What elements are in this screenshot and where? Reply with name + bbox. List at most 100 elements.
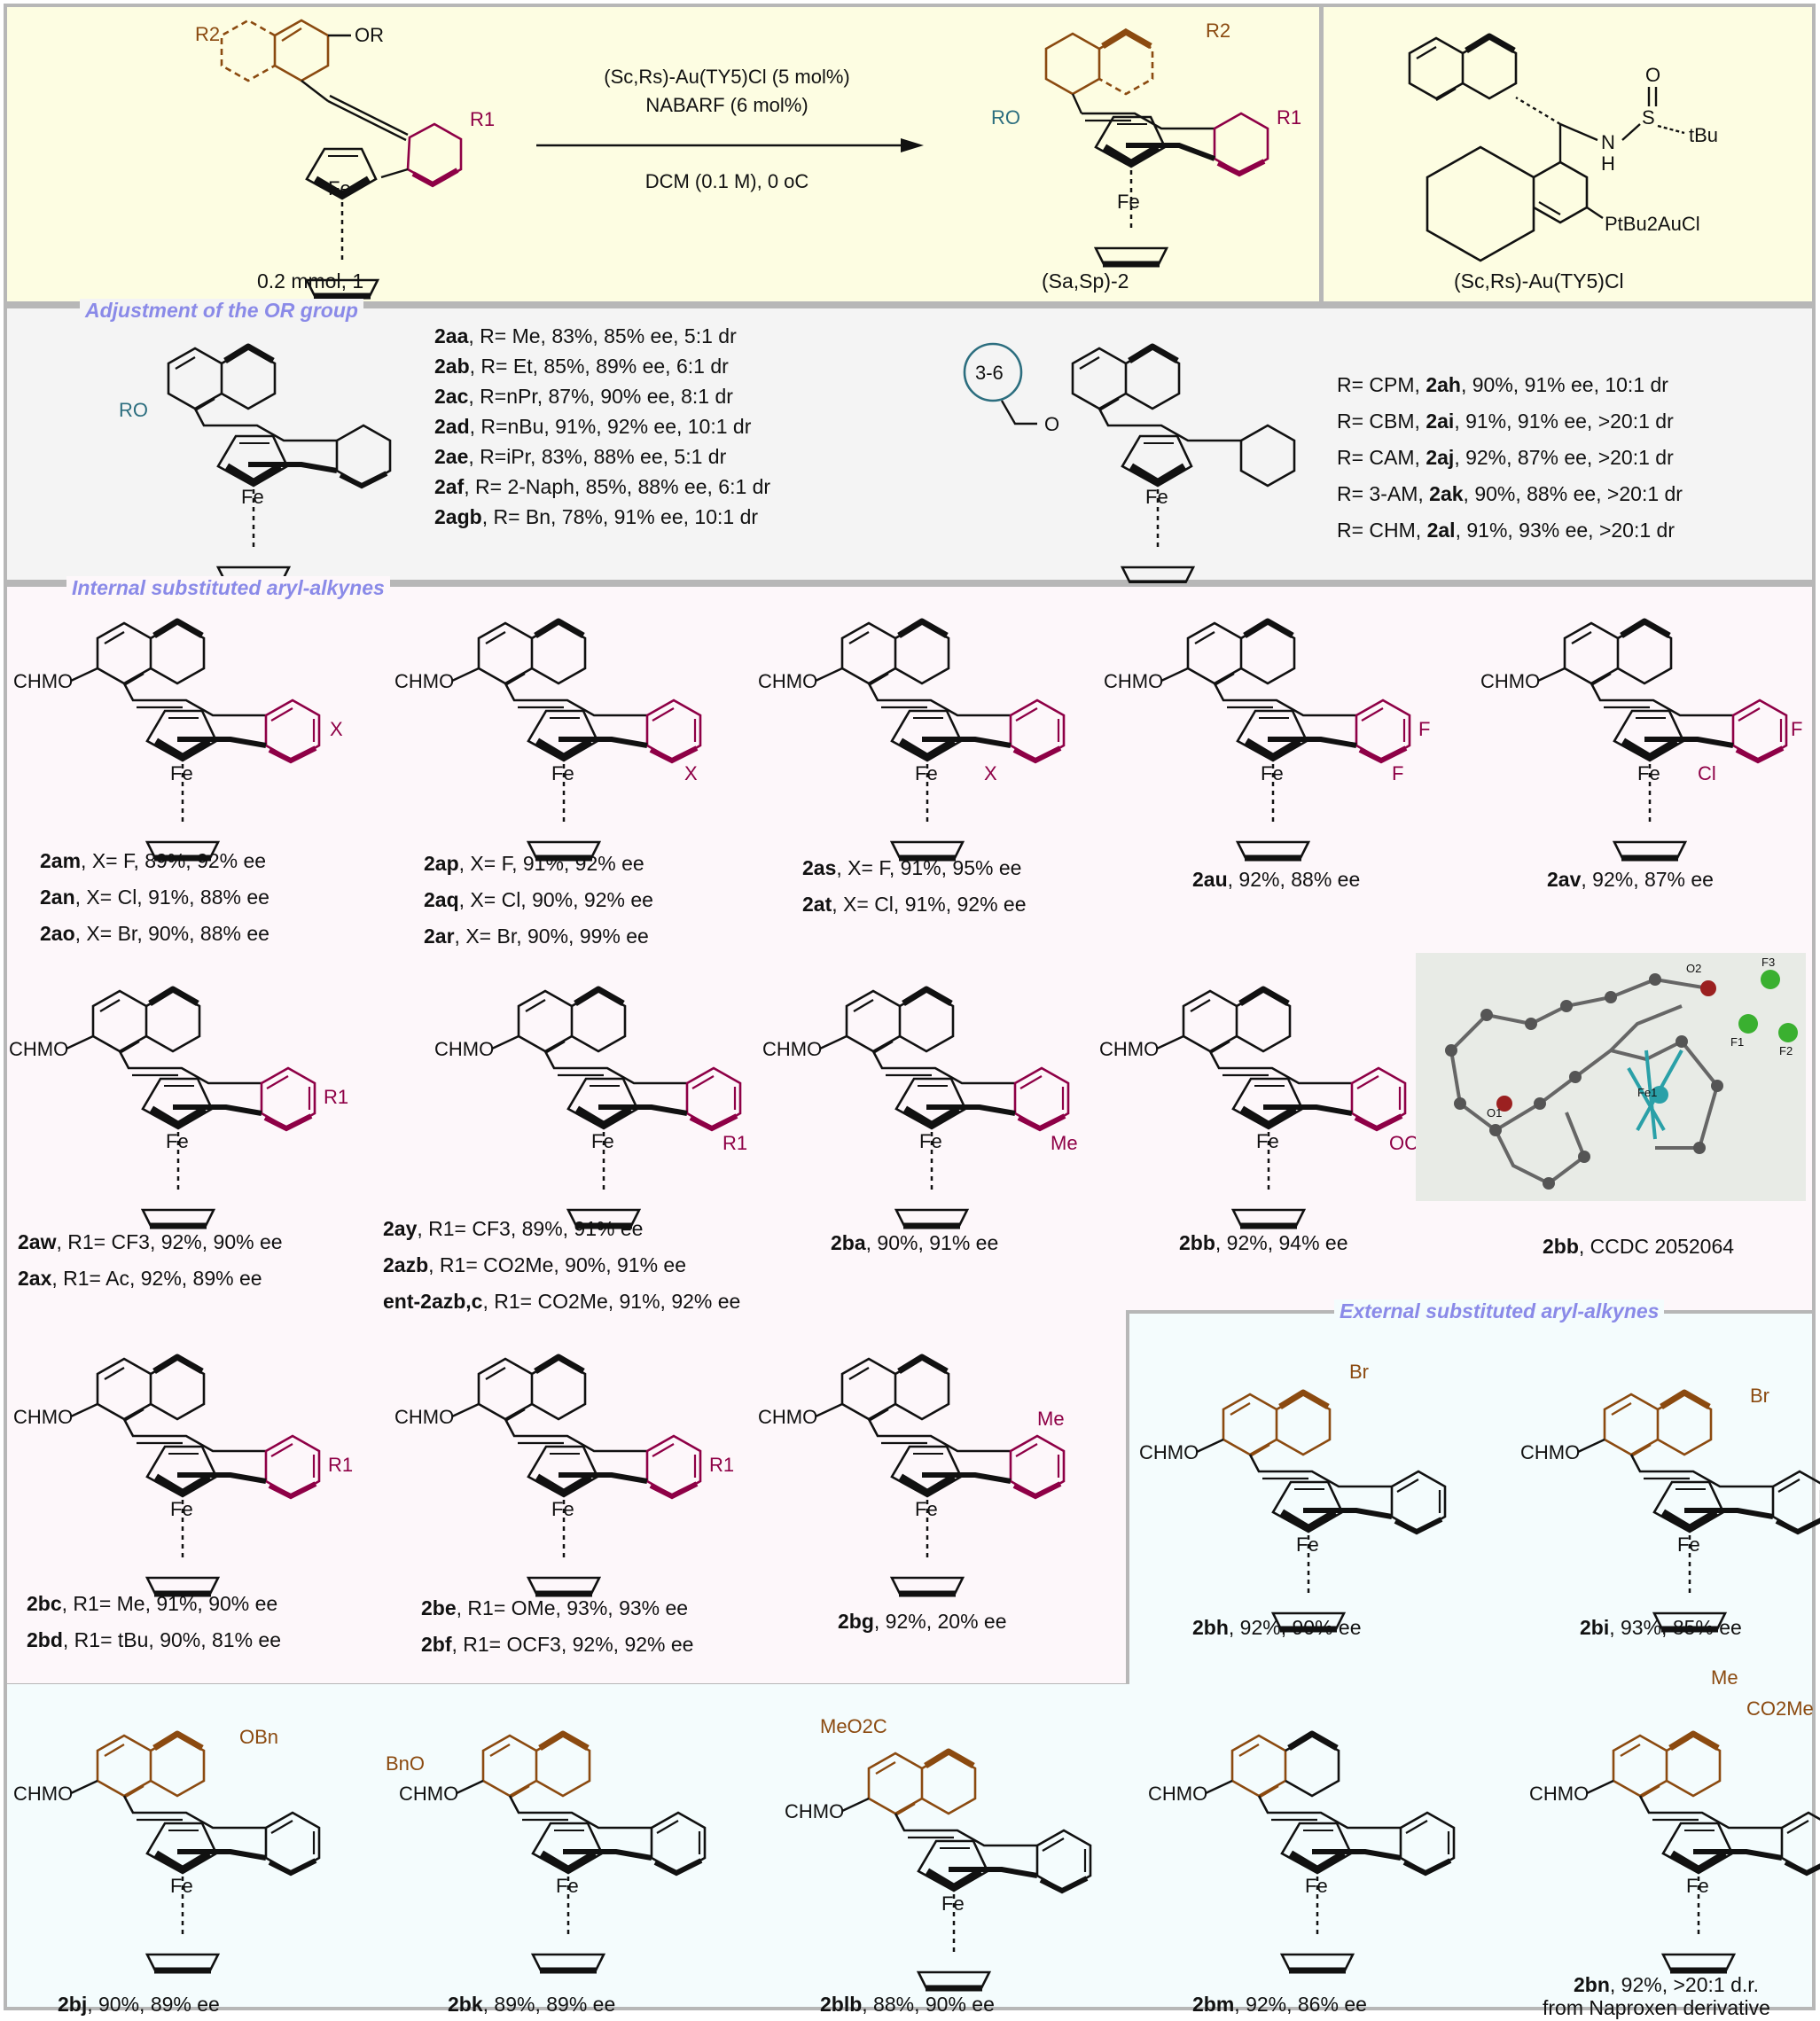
r1-label: R1 [470, 108, 495, 130]
chmo-label: CHMO [9, 1038, 68, 1060]
scheme-divider [1319, 7, 1324, 301]
chmo-label: CHMO [399, 1783, 458, 1805]
xray-caption: 2bb, CCDC 2052064 [1543, 1235, 1735, 1258]
r1-label: R1 [328, 1454, 353, 1476]
xray-atom-f3: F3 [1761, 956, 1775, 969]
chmo-label: CHMO [1480, 670, 1540, 692]
r1-label: R1 [324, 1086, 348, 1108]
internal-result-row: 2bd, R1= tBu, 90%, 81% ee [27, 1628, 282, 1651]
co2me-label: CO2Me [1746, 1697, 1814, 1720]
fe-label: Fe [170, 1498, 193, 1520]
chmo-label: CHMO [13, 670, 73, 692]
chmo-label: CHMO [758, 670, 817, 692]
internal-result-row: 2ao, X= Br, 90%, 88% ee [40, 922, 269, 945]
fe-label: Fe [551, 1498, 574, 1520]
or-fe-label: Fe [241, 486, 264, 508]
product-structure: CHMO Fe X [758, 618, 1066, 833]
ring-fe-label: Fe [1145, 486, 1168, 508]
internal-title: Internal substituted aryl-alkynes [66, 576, 390, 600]
chmo-label: CHMO [1148, 1783, 1207, 1805]
internal-result-row: 2bf, R1= OCF3, 92%, 92% ee [421, 1633, 694, 1656]
or-result-row: 2ac, R=nPr, 87%, 90% ee, 8:1 dr [434, 385, 733, 408]
internal-panel [4, 583, 1129, 1687]
or-result-row: R= 3-AM, 2ak, 90%, 88% ee, >20:1 dr [1337, 482, 1683, 505]
fe-label: Fe [1686, 1875, 1709, 1897]
me-label: Me [1037, 1408, 1065, 1430]
internal-result-row: 2am, X= F, 89%, 92% ee [40, 849, 267, 872]
xray-atom-fe1: Fe1 [1637, 1086, 1657, 1099]
xray-atom-f1: F1 [1730, 1035, 1744, 1049]
external-result-row: 2bn, 92%, >20:1 d.r. [1574, 1973, 1760, 1996]
fe-label: Fe [591, 1130, 614, 1152]
br-label: Br [1750, 1385, 1769, 1407]
fe-label: Fe [556, 1875, 579, 1897]
internal-result-row: 2bc, R1= Me, 91%, 90% ee [27, 1592, 278, 1615]
scheme-panel [4, 4, 1816, 305]
x-label: X [984, 762, 997, 784]
product-label: (Sa,Sp)-2 [1042, 269, 1129, 293]
chmo-label: CHMO [1529, 1783, 1589, 1805]
or-result-row: R= CBM, 2ai, 91%, 91% ee, >20:1 dr [1337, 410, 1674, 433]
obn-label: OBn [239, 1726, 278, 1748]
internal-result-row: 2ar, X= Br, 90%, 99% ee [424, 925, 649, 948]
chmo-label: CHMO [785, 1800, 844, 1822]
cat-s-label: S [1642, 106, 1655, 129]
internal-result-row: 2as, X= F, 91%, 95% ee [802, 856, 1022, 879]
meo2c-label: MeO2C [820, 1715, 887, 1737]
fe-label: Fe [919, 1130, 942, 1152]
xray-atom-o2: O2 [1686, 962, 1701, 975]
br-label: Br [1349, 1361, 1369, 1383]
cat-n-label: N [1601, 131, 1615, 153]
fe-label: Fe [1261, 762, 1284, 784]
chmo-label: CHMO [1099, 1038, 1159, 1060]
or-result-row: 2aa, R= Me, 83%, 85% ee, 5:1 dr [434, 324, 737, 347]
internal-result-row: 2aq, X= Cl, 90%, 92% ee [424, 888, 653, 911]
xray-atom-f2: F2 [1779, 1044, 1793, 1057]
internal-result-row: 2bb, 92%, 94% ee [1179, 1231, 1348, 1254]
x-label: X [330, 718, 343, 740]
cat-h-label: H [1601, 152, 1615, 175]
catalyst-structure: O S tBu N H PtBu2AuCl [1365, 18, 1718, 262]
chmo-label: CHMO [394, 670, 454, 692]
xray-drawing: O2 F3 F1 F2 Fe1 O1 [1445, 956, 1798, 1190]
me-label: Me [1051, 1132, 1078, 1154]
product-fe-label: Fe [1117, 191, 1140, 213]
chmo-label: CHMO [434, 1038, 494, 1060]
cat-p-label: PtBu2AuCl [1605, 213, 1700, 235]
or-result-row: 2ab, R= Et, 85%, 89% ee, 6:1 dr [434, 355, 729, 378]
f-label: F [1418, 718, 1430, 740]
substrate-label: 0.2 mmol, 1 [257, 269, 364, 293]
external-panel [1126, 1310, 1816, 1687]
chmo-label: CHMO [758, 1406, 817, 1428]
substrate-structure: R2 OR R1 Fe [195, 19, 495, 275]
chmo-label: CHMO [1520, 1441, 1580, 1463]
cat-tbu-label: tBu [1689, 124, 1718, 146]
ring-size-label: 3-6 [975, 362, 1004, 384]
xray-structure-image: O2 F3 F1 F2 Fe1 O1 [1416, 953, 1806, 1201]
internal-result-row: 2be, R1= OMe, 93%, 93% ee [421, 1596, 689, 1619]
internal-result-row: 2au, 92%, 88% ee [1192, 868, 1361, 891]
external-title: External substituted aryl-alkynes [1334, 1299, 1665, 1323]
or-generic-structure: RO Fe [119, 319, 392, 576]
fe-label: Fe [551, 762, 574, 784]
fe-label: Fe [915, 762, 938, 784]
or-result-row: 2agb, R= Bn, 78%, 91% ee, 10:1 dr [434, 505, 759, 528]
or-result-row: 2ae, R=iPr, 83%, 88% ee, 5:1 dr [434, 445, 727, 468]
product-ro-label: RO [991, 106, 1020, 129]
internal-result-row: 2an, X= Cl, 91%, 88% ee [40, 886, 269, 909]
external-result-row: 2bj, 90%, 89% ee [58, 1993, 220, 2016]
condition-solvent: DCM (0.1 M), 0 oC [644, 170, 809, 192]
or-ring-structure: 3-6 O Fe [963, 342, 1296, 576]
